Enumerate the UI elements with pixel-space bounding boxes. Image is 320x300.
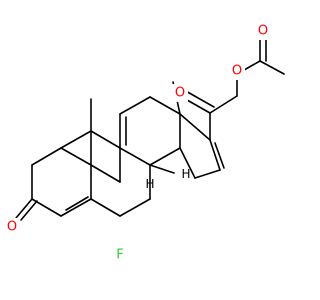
bond xyxy=(15,198,33,219)
oxygen-atom-ketone: O xyxy=(4,218,20,236)
oxygen-atom-side-ketone: O xyxy=(172,84,188,102)
bond xyxy=(60,147,92,166)
oxygen-label: O xyxy=(232,64,242,79)
fluorine-atom: F xyxy=(112,246,128,264)
bond xyxy=(90,130,121,149)
hydrogen-label: H xyxy=(145,177,154,191)
hydrogen-atom-junction-b: H xyxy=(145,177,154,191)
bond xyxy=(179,147,196,179)
structure-canvas: O F H H O O O xyxy=(4,22,285,264)
oxygen-atom-carbonyl: O xyxy=(255,22,271,40)
bond xyxy=(214,142,225,169)
oxygen-atom-ester: O xyxy=(229,62,245,80)
bond xyxy=(194,169,221,179)
bond xyxy=(60,130,92,149)
bond xyxy=(90,164,121,183)
bond xyxy=(149,96,181,115)
bond xyxy=(119,96,151,115)
hydrogen-label: H xyxy=(181,167,190,181)
bond xyxy=(259,60,285,75)
bond xyxy=(209,95,238,114)
bond xyxy=(209,139,221,171)
bond xyxy=(149,164,175,174)
bond xyxy=(60,198,92,217)
oxygen-label: O xyxy=(258,24,268,39)
bond xyxy=(179,113,211,141)
bond xyxy=(90,198,121,217)
hydrogen-atom-junction-d: H xyxy=(181,167,190,181)
bond xyxy=(31,147,62,166)
bond xyxy=(119,147,151,166)
bond xyxy=(20,200,38,221)
bond xyxy=(119,198,151,217)
bond xyxy=(183,89,215,108)
molecule-drawing: O F H H O O O xyxy=(4,22,285,264)
fluorine-label: F xyxy=(116,248,123,263)
oxygen-label: O xyxy=(7,220,17,235)
bond xyxy=(65,196,89,211)
oxygen-label: O xyxy=(175,86,185,101)
bond xyxy=(149,147,181,166)
hashed-wedge xyxy=(149,164,175,174)
